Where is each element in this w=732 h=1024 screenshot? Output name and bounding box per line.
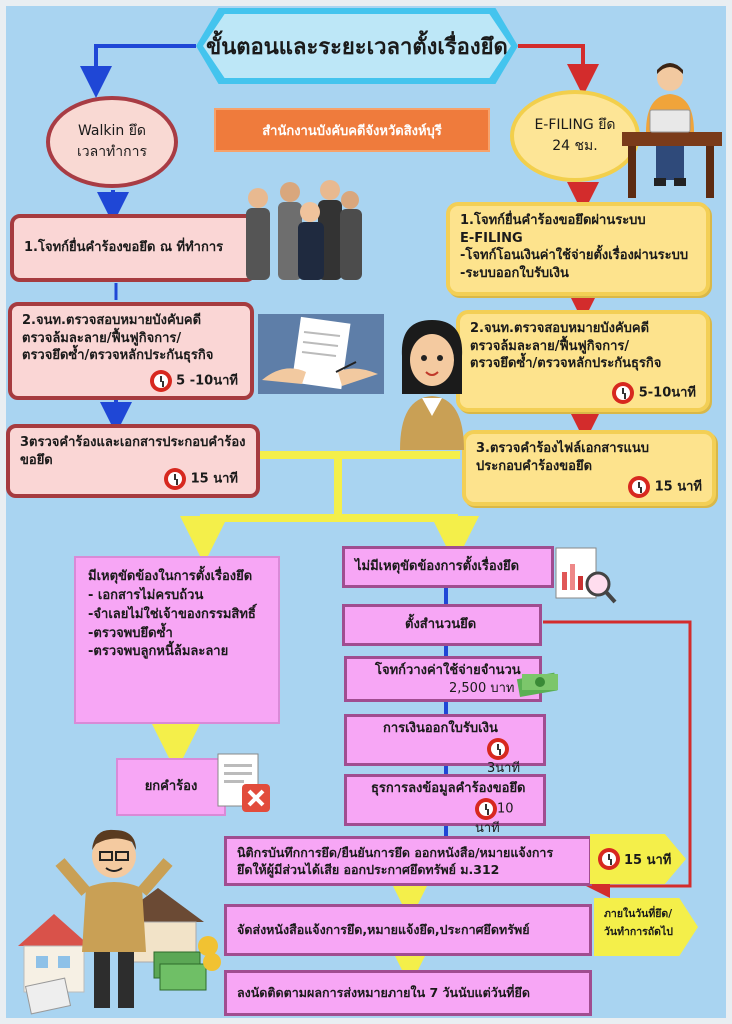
alarm-clock-icon [149,370,172,392]
record-label: ธุรการลงข้อมูลคำร้องขอยึด [371,781,526,796]
walkin-step-3-time: 15 นาที [190,471,238,487]
efiling-step-1-line1: 1.โจทก์ยื่นคำร้องขอยึดผ่านระบบ [460,213,646,228]
walkin-step-2: 2.จนท.ตรวจสอบหมายบังคับคดี ตรวจล้มละลาย/… [8,302,254,400]
deposit-amount: 2,500 บาท [449,680,515,696]
alarm-clock-icon [628,476,651,498]
walkin-step-3-line2: ขอยึด [20,452,53,468]
money-cash-icon [516,672,558,697]
problem-item: -จำเลยไม่ใช่เจ้าของกรรมสิทธิ์ [88,606,256,622]
alarm-clock-icon [475,797,497,820]
no-problem-label: ไม่มีเหตุขัดข้องการตั้งเรื่องยึด [355,559,520,575]
send-time-arrow: ภายในวันที่ยึด/ วันทำการถัดไป [594,898,698,956]
problem-item: -ตรวจพบยึดซ้ำ [88,625,173,641]
walkin-step-1: 1.โจทก์ยื่นคำร้องขอยึด ณ ที่ทำการ [10,214,256,282]
deposit-box: โจทก์วางค่าใช้จ่ายจำนวน 2,500 บาท [344,656,542,702]
follow-up-box: ลงนัดติดตามผลการส่งหมายภายใน 7 วันนับแต่… [224,970,592,1016]
receipt-label: การเงินออกใบรับเงิน [383,721,498,736]
send-time-line2: วันทำการถัดไป [604,925,673,938]
reject-box: ยกคำร้อง [116,758,226,816]
create-file-label: ตั้งสำนวนยึด [405,617,477,633]
efiling-hours: 24 ชม. [552,138,598,154]
problem-note: มีเหตุขัดข้องในการตั้งเรื่องยึด - เอกสาร… [74,556,280,724]
efiling-step-3-line1: 3.ตรวจคำร้องไฟล์เอกสารแนบ [476,441,650,456]
signing-document-photo [258,314,384,394]
legal-line2: ยึดให้ผู้มีส่วนได้เสีย ออกประกาศยึดทรัพย… [237,861,500,877]
officer-man-with-house-and-money-illustration [18,829,221,1015]
efiling-label: E-FILING ยึด [534,117,616,133]
business-people-illustration [246,180,362,280]
office-name-banner: สำนักงานบังคับคดีจังหวัดสิงห์บุรี [214,108,490,152]
send-time-line1: ภายในวันที่ยึด/ [604,908,673,920]
efiling-step-1-line2: E-FILING [460,230,523,246]
efiling-step-1-line4: -ระบบออกใบรับเงิน [460,265,569,281]
efiling-step-2-time: 5-10นาที [638,385,696,401]
page-title: ขั้นตอนและระยะเวลาตั้งเรื่องยึด [203,14,511,78]
efiling-step-1-line3: -โจทก์โอนเงินค่าใช้จ่ายตั้งเรื่องผ่านระบ… [460,248,689,264]
reject-label: ยกคำร้อง [144,778,198,794]
walkin-hours: เวลาทำการ [76,144,148,160]
problem-note-title: มีเหตุขัดข้องในการตั้งเรื่องยึด [88,569,253,584]
walkin-label: Walkin ยึด [77,123,146,139]
rejected-document-icon [217,753,270,812]
computer-user-illustration [622,63,722,198]
follow-up-label: ลงนัดติดตามผลการส่งหมายภายใน 7 วันนับแต่… [237,984,530,1000]
record-time: 10 นาที [475,801,514,836]
legal-time: 15 นาที [624,852,672,868]
receipt-time: 3นาที [487,760,521,776]
efiling-step-1: 1.โจทก์ยื่นคำร้องขอยึดผ่านระบบ E-FILING … [446,202,710,296]
send-label: จัดส่งหนังสือแจ้งการยึด,หมายแจ้งยึด,ประก… [237,921,530,937]
legal-time-arrow: 15 นาที [590,834,686,884]
efiling-channel: E-FILING ยึด 24 ชม. [510,90,640,182]
officer-woman-illustration [400,320,464,450]
efiling-step-3: 3.ตรวจคำร้องไฟล์เอกสารแนบ ประกอบคำร้องขอ… [462,430,716,506]
no-problem-box: ไม่มีเหตุขัดข้องการตั้งเรื่องยึด [342,546,554,588]
walkin-step-1-text: 1.โจทก์ยื่นคำร้องขอยึด ณ ที่ทำการ [24,240,224,256]
efiling-step-2-line3: ตรวจยึดซ้ำ/ตรวจหลักประกันธุรกิจ [470,356,662,372]
record-box: ธุรการลงข้อมูลคำร้องขอยึด 10 นาที [344,774,546,836]
send-box: จัดส่งหนังสือแจ้งการยึด,หมายแจ้งยึด,ประก… [224,904,592,956]
alarm-clock-icon [598,848,620,870]
alarm-clock-icon [487,737,509,760]
create-file-box: ตั้งสำนวนยึด [342,604,542,646]
walkin-step-3-line1: 3ตรวจคำร้องและเอกสารประกอบคำร้อง [20,435,246,450]
efiling-step-2-line1: 2.จนท.ตรวจสอบหมายบังคับคดี [470,321,650,336]
alarm-clock-icon [164,468,187,490]
receipt-box: การเงินออกใบรับเงิน 3นาที [344,714,546,776]
efiling-step-2-line2: ตรวจล้มละลาย/ฟื้นฟูกิจการ/ [470,338,630,354]
efiling-step-3-line2: ประกอบคำร้องขอยึด [476,458,593,474]
report-magnifier-icon [555,547,617,604]
efiling-step-3-time: 15 นาที [654,479,702,495]
walkin-channel: Walkin ยึดเวลาทำการ [46,96,178,188]
walkin-step-2-line2: ตรวจล้มละลาย/ฟื้นฟูกิจการ/ [22,330,182,346]
deposit-line1: โจทก์วางค่าใช้จ่ายจำนวน [375,663,521,678]
alarm-clock-icon [612,382,635,404]
efiling-step-2: 2.จนท.ตรวจสอบหมายบังคับคดี ตรวจล้มละลาย/… [456,310,710,412]
problem-item: - เอกสารไม่ครบถ้วน [88,587,204,603]
walkin-step-2-line3: ตรวจยึดซ้ำ/ตรวจหลักประกันธุรกิจ [22,348,214,364]
problem-item: -ตรวจพบลูกหนี้ล้มละลาย [88,644,229,660]
legal-box: นิติกรบันทึกการยึด/ยืนยันการยึด ออกหนังส… [224,836,592,886]
walkin-step-2-line1: 2.จนท.ตรวจสอบหมายบังคับคดี [22,313,202,328]
walkin-step-3: 3ตรวจคำร้องและเอกสารประกอบคำร้อง ขอยึด 1… [6,424,260,498]
legal-line1: นิติกรบันทึกการยึด/ยืนยันการยึด ออกหนังส… [237,845,554,860]
walkin-step-2-time: 5 -10นาที [176,373,238,389]
